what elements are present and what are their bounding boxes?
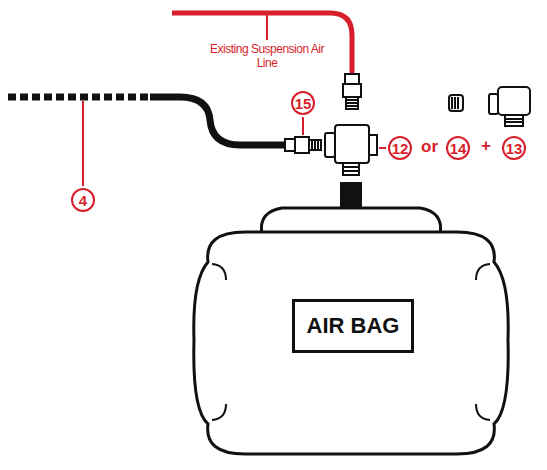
air-bag-fold <box>212 264 490 420</box>
callout-number: 4 <box>71 188 95 212</box>
leader-line <box>82 101 84 186</box>
air-hose-dashed <box>8 94 150 101</box>
air-bag-body <box>194 232 508 454</box>
leader-line <box>302 117 304 135</box>
hose-fitting <box>343 74 361 109</box>
leader-line <box>266 15 268 40</box>
or-word: or <box>421 137 438 157</box>
air-bag-top-plate <box>261 208 440 234</box>
air-hose <box>150 97 287 145</box>
node-text: AIR BAG <box>307 313 400 339</box>
leader-line <box>379 147 386 149</box>
elbow-fitting <box>489 87 530 126</box>
air-bag-stem <box>340 182 362 210</box>
tee-fitting <box>325 125 377 175</box>
callout-number: 14 <box>446 136 470 160</box>
plug-fitting <box>449 95 463 111</box>
plus-sign: + <box>481 136 491 156</box>
push-fitting <box>285 137 321 153</box>
callout-number: 15 <box>291 91 315 115</box>
callout-number: 13 <box>502 136 526 160</box>
callout-number: 12 <box>388 136 412 160</box>
suspension-air-line <box>172 13 352 76</box>
air-bag-label-box: AIR BAG <box>292 299 414 353</box>
line-label: Existing Suspension Air Line <box>207 43 327 71</box>
